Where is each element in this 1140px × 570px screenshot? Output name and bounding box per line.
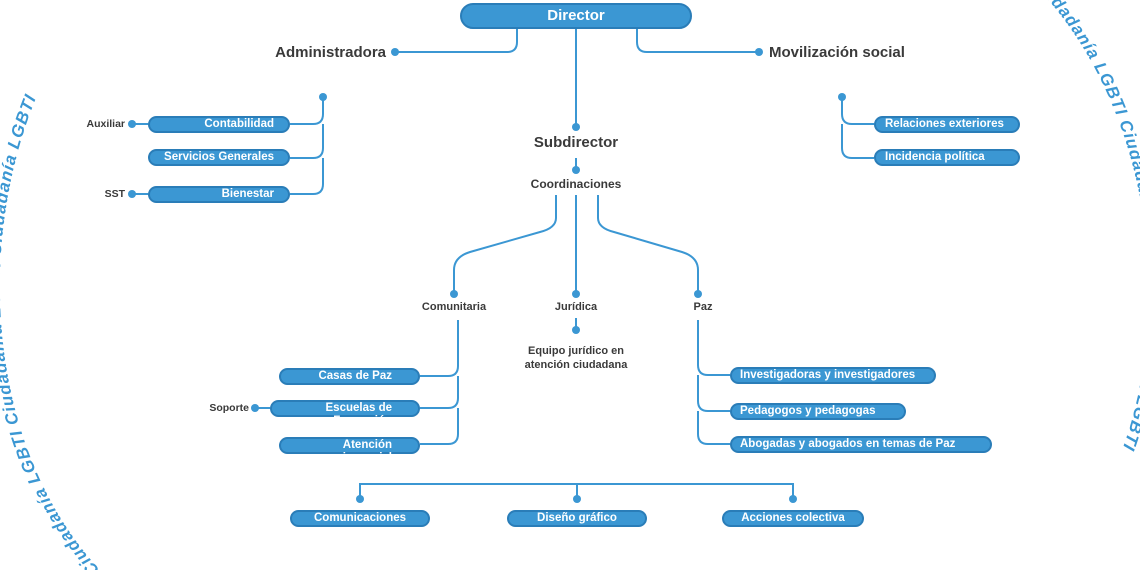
subdirector-label: Subdirector	[533, 134, 619, 151]
abogadas-box: Abogadas y abogados en temas de Paz	[730, 436, 992, 453]
auxiliar-label: Auxiliar	[86, 118, 125, 130]
director-box: Director	[460, 3, 692, 29]
paz-label: Paz	[693, 301, 713, 313]
watermark-right-3: Ciudadanía LGBTI	[1119, 288, 1140, 454]
incidencia-politica-box: Incidencia política	[874, 149, 1020, 166]
node-dot	[572, 123, 580, 131]
node-dot	[789, 495, 797, 503]
watermark-right-2: Ciudadanía LGBTI	[1115, 117, 1140, 282]
node-dot	[450, 290, 458, 298]
administradora-label: Administradora	[275, 44, 386, 61]
watermark-right-text: Ciudadanía LGBTI Ciudadanía LGBTI Ciudad…	[1027, 0, 1140, 454]
diseno-grafico-label: Diseño gráfico	[537, 512, 617, 524]
node-dot	[573, 495, 581, 503]
node-dot	[572, 326, 580, 334]
node-dot	[694, 290, 702, 298]
coordinaciones-label: Coordinaciones	[530, 177, 622, 191]
escuelas-de-formacion-label: Escuelas de Formación	[325, 402, 392, 427]
watermark-left-3: Ciudadanía LGBTI	[0, 91, 40, 256]
sst-label: SST	[104, 188, 125, 200]
comunitaria-label: Comunitaria	[421, 301, 487, 313]
director-label: Director	[547, 7, 605, 24]
acciones-colectiva-label: Acciones colectiva	[741, 512, 845, 524]
bienestar-box: Bienestar	[148, 186, 290, 203]
contabilidad-label: Contabilidad	[204, 118, 274, 130]
node-dot	[356, 495, 364, 503]
escuelas-de-formacion-box: Escuelas de Formación	[270, 400, 420, 427]
relaciones-exteriores-box: Relaciones exteriores	[874, 116, 1020, 133]
node-dot	[572, 290, 580, 298]
node-dot	[572, 166, 580, 174]
servicios-generales-label: Servicios Generales	[164, 151, 274, 163]
diseno-grafico-box: Diseño gráfico	[507, 510, 647, 527]
node-dot	[128, 190, 136, 198]
juridica-label: Jurídica	[554, 301, 598, 313]
node-dot	[128, 120, 136, 128]
node-dot	[391, 48, 399, 56]
node-dot	[838, 93, 846, 101]
pedagogos-label: Pedagogos y pedagogas	[740, 405, 876, 417]
node-dot	[251, 404, 259, 412]
node-dot	[755, 48, 763, 56]
watermark-left-2: Ciudadanía LGBTI	[0, 261, 23, 428]
watermark-left-1: Ciudadanía LGBTI	[6, 427, 103, 570]
incidencia-politica-label: Incidencia política	[885, 151, 985, 163]
watermark-right-1: Ciudadanía LGBTI	[1027, 0, 1131, 119]
investigadoras-label: Investigadoras y investigadores	[740, 369, 916, 381]
investigadoras-box: Investigadoras y investigadores	[730, 367, 936, 384]
casas-de-paz-label: Casas de Paz	[318, 370, 392, 382]
comunicaciones-box: Comunicaciones	[290, 510, 430, 527]
bienestar-label: Bienestar	[221, 188, 274, 200]
pedagogos-box: Pedagogos y pedagogas	[730, 403, 906, 420]
equipo-juridico-label: Equipo jurídico en atención ciudadana	[524, 345, 628, 371]
atencion-psicosocial-box: Atención psicosocial	[279, 437, 420, 464]
contabilidad-box: Contabilidad	[148, 116, 290, 133]
servicios-generales-box: Servicios Generales	[148, 149, 290, 166]
atencion-psicosocial-label: Atención psicosocial	[329, 439, 392, 464]
watermark-left-text: Ciudadanía LGBTI Ciudadanía LGBTI Ciudad…	[0, 91, 103, 570]
soporte-label: Soporte	[209, 402, 249, 414]
relaciones-exteriores-label: Relaciones exteriores	[885, 118, 1004, 130]
casas-de-paz-box: Casas de Paz	[279, 368, 420, 385]
watermark-left: Ciudadanía LGBTI Ciudadanía LGBTI Ciudad…	[0, 91, 103, 570]
node-dot	[319, 93, 327, 101]
abogadas-label: Abogadas y abogados en temas de Paz	[740, 438, 956, 450]
movilizacion-label: Movilización social	[769, 44, 905, 61]
watermark-right: Ciudadanía LGBTI Ciudadanía LGBTI Ciudad…	[1027, 0, 1140, 454]
comunicaciones-label: Comunicaciones	[313, 512, 407, 524]
acciones-colectiva-box: Acciones colectiva	[722, 510, 864, 527]
